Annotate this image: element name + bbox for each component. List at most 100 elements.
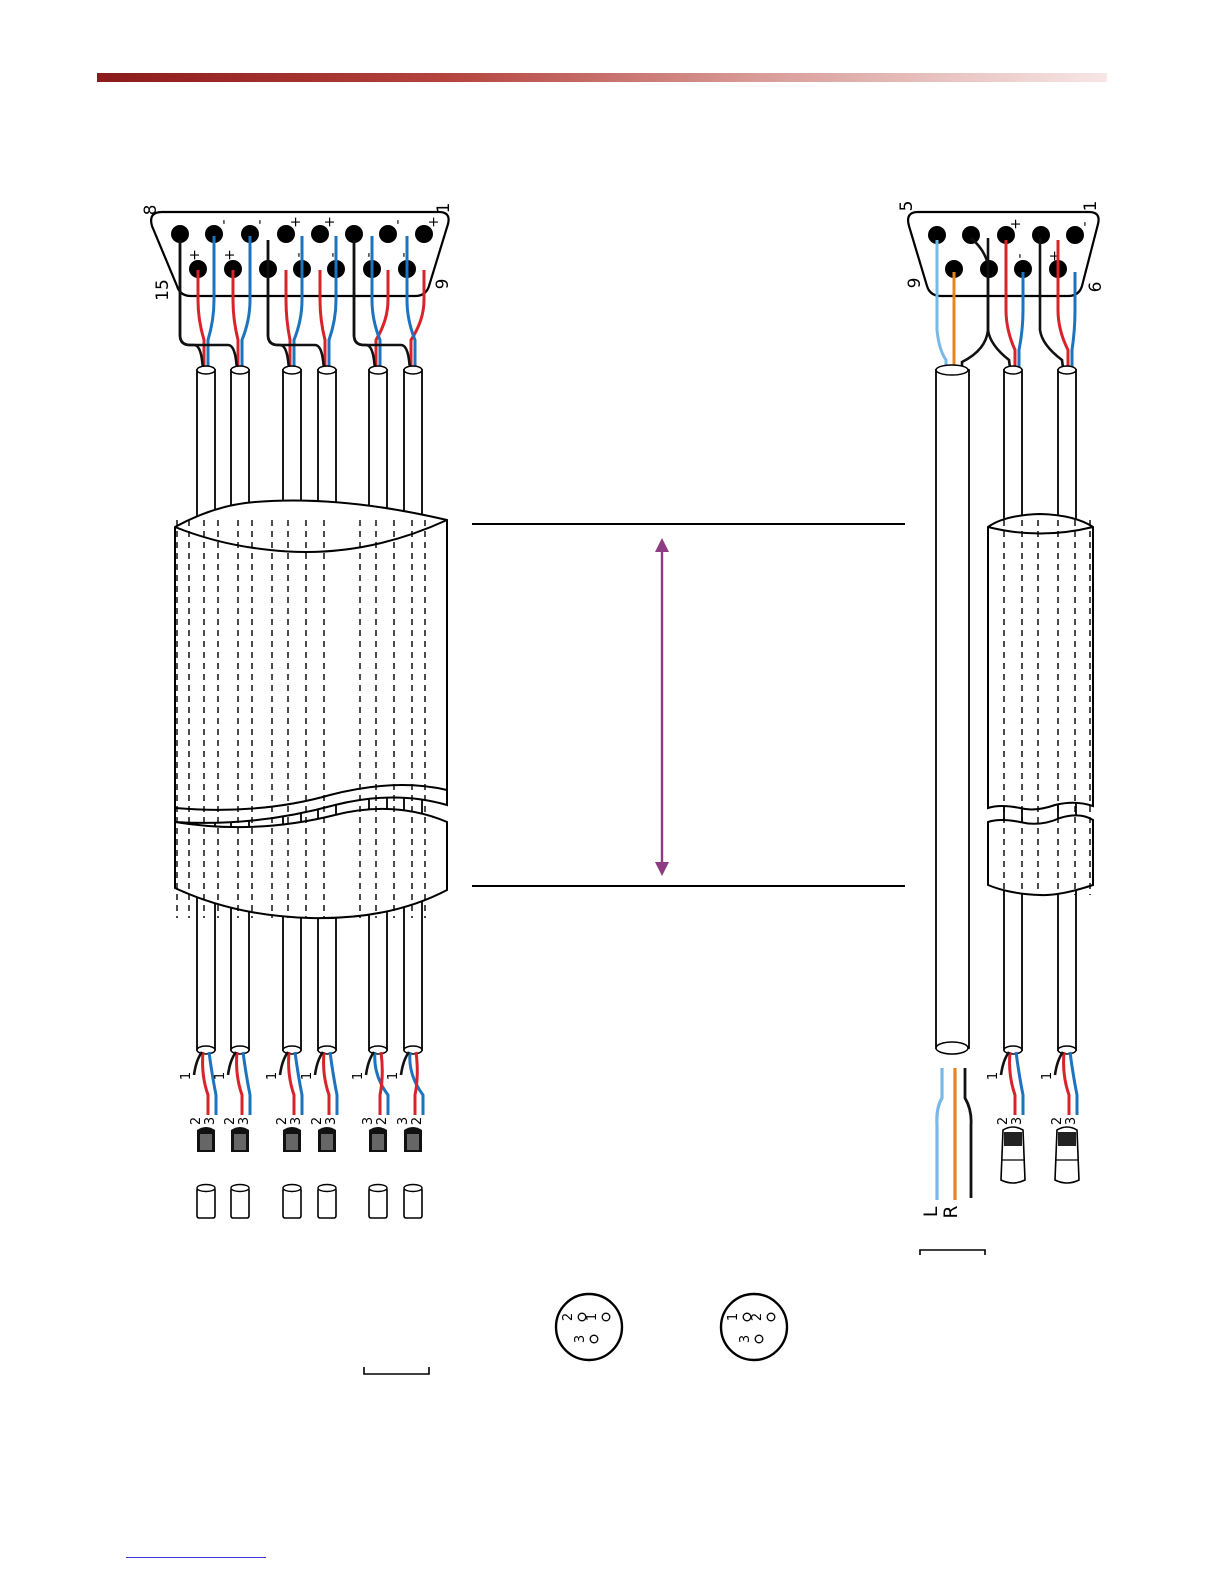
xlr-plug-top xyxy=(404,1185,422,1192)
cable-end-bottom xyxy=(231,1046,249,1054)
db15-polarity-label: + xyxy=(187,249,203,261)
db15-polarity-label: + xyxy=(288,216,304,228)
right-bracket xyxy=(920,1250,985,1255)
xlr-face-pin-label: 2 xyxy=(561,1313,576,1321)
cable-end-top xyxy=(1004,366,1022,374)
ground-wire-end xyxy=(315,1052,323,1075)
xlr-female-band xyxy=(1004,1132,1022,1146)
cable-end-bottom xyxy=(283,1046,301,1054)
left-channel-wire-end xyxy=(937,1068,942,1200)
xlr-female-band xyxy=(1058,1132,1076,1146)
xlr-face-pin-label: 3 xyxy=(573,1335,588,1343)
xlr-face-pin xyxy=(767,1313,775,1321)
red-wire-end xyxy=(324,1052,329,1115)
xlr-pin-label: 3 xyxy=(361,1117,376,1125)
cable-end-top xyxy=(404,366,422,374)
xlr-pin-label: 2 xyxy=(189,1117,204,1125)
xlr-plug-highlight xyxy=(372,1134,384,1150)
db15-top-pin xyxy=(379,225,397,243)
red-wire-end xyxy=(237,1052,242,1115)
xlr-plug-top xyxy=(283,1185,301,1192)
db15-polarity-label: - xyxy=(216,219,232,224)
cable-end-top xyxy=(318,366,336,374)
xlr-plug-shell xyxy=(318,1188,336,1218)
db9-polarity-label: - xyxy=(1077,221,1093,226)
ground-wire-end xyxy=(280,1052,288,1075)
left-sleeve-upper xyxy=(175,500,447,822)
xlr-pin-label: 1 xyxy=(386,1072,401,1080)
length-arrow-head-bottom xyxy=(655,862,669,876)
xlr-plug-shell xyxy=(231,1188,249,1218)
xlr-pin-label: 2 xyxy=(1050,1117,1065,1125)
red-wire-end xyxy=(380,1052,382,1115)
cable-end-top xyxy=(231,366,249,374)
stereo-cable-jacket xyxy=(936,370,969,1048)
cable-end-top xyxy=(283,366,301,374)
db9-polarity-label: - xyxy=(1012,253,1028,258)
xlr-pin-label: 3 xyxy=(289,1117,304,1125)
stereo-channel-label: L xyxy=(920,1206,942,1217)
cable-length-indicator xyxy=(472,524,905,886)
db15-pin-8-label: 8 xyxy=(141,205,161,216)
xlr-pin-label: 3 xyxy=(1064,1117,1079,1125)
blue-wire-end xyxy=(1070,1052,1077,1115)
db9-top-pin xyxy=(962,226,980,244)
xlr-pin-label: 1 xyxy=(179,1072,194,1080)
xlr-plug-top xyxy=(369,1185,387,1192)
xlr-plug-shell xyxy=(197,1188,215,1218)
xlr-plug-shell xyxy=(369,1188,387,1218)
db9-pin-5-label: 5 xyxy=(897,201,917,212)
red-wire-end xyxy=(289,1052,294,1115)
ground-wire-end xyxy=(1001,1052,1009,1075)
red-wire-end xyxy=(1064,1052,1069,1115)
xlr-plug-shell xyxy=(283,1188,301,1218)
db15-pin-1-label: 1 xyxy=(434,203,454,214)
xlr-pin-label: 1 xyxy=(351,1072,366,1080)
xlr-face-pin xyxy=(590,1335,598,1343)
xlr-plug-highlight xyxy=(321,1134,333,1150)
db15-pin-15-label: 15 xyxy=(153,279,173,301)
xlr-pin-label: 1 xyxy=(986,1072,1001,1080)
db15-polarity-label: - xyxy=(390,219,406,224)
ground-wire-end xyxy=(401,1052,409,1075)
ground-wire-end xyxy=(194,1052,202,1075)
cable-end-bottom xyxy=(1058,1046,1076,1054)
ground-wire-end xyxy=(228,1052,236,1075)
db9-top-pin xyxy=(1066,226,1084,244)
db9-polarity-label: + xyxy=(1008,218,1024,230)
right-bundle-sleeve xyxy=(988,514,1093,895)
cable-end-bottom xyxy=(197,1046,215,1054)
footer-link-underline xyxy=(126,1557,266,1558)
blue-wire-end xyxy=(243,1052,250,1115)
blue-wire-end xyxy=(1016,1052,1023,1115)
xlr-face-pin-label: 2 xyxy=(750,1313,765,1321)
xlr-pin-label: 2 xyxy=(223,1117,238,1125)
xlr-pin-label: 3 xyxy=(1010,1117,1025,1125)
db9-polarity-label: + xyxy=(1047,250,1063,262)
left-bracket xyxy=(364,1367,429,1374)
xlr-face-pin-label: 1 xyxy=(726,1313,741,1321)
db15-polarity-label: - xyxy=(252,219,268,224)
stereo-channel-label: R xyxy=(940,1205,962,1218)
db15-polarity-label: - xyxy=(396,252,412,257)
xlr-pin-label: 2 xyxy=(375,1117,390,1125)
xlr-face-pin-label: 3 xyxy=(738,1335,753,1343)
db9-pin-6-label: 6 xyxy=(1086,282,1106,293)
xlr-plug-top xyxy=(318,1185,336,1192)
xlr-plug-top xyxy=(231,1185,249,1192)
db9-pin-1-label: 1 xyxy=(1081,201,1101,212)
db15-polarity-label: - xyxy=(361,252,377,257)
xlr-pin-label: 2 xyxy=(310,1117,325,1125)
db15-pin-9-label: 9 xyxy=(433,279,453,290)
cable-end-bottom xyxy=(318,1046,336,1054)
length-arrow-head-top xyxy=(655,538,669,552)
xlr-face-pin xyxy=(602,1313,610,1321)
red-wire-end xyxy=(415,1052,417,1115)
cable-end-bottom xyxy=(404,1046,422,1054)
xlr-pin-label: 2 xyxy=(410,1117,425,1125)
xlr-pin-label: 3 xyxy=(237,1117,252,1125)
